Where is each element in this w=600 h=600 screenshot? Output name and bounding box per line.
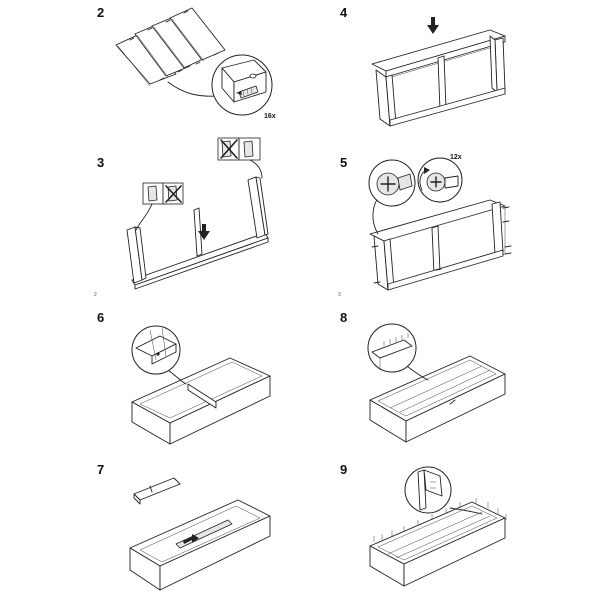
step-5-illustration: 12x <box>300 150 600 300</box>
correct-orientation-icon <box>148 186 157 201</box>
step-9-panel: 9 <box>300 450 600 600</box>
back-panel-corner-detail <box>134 478 180 504</box>
slats <box>116 8 225 86</box>
screwdriver-icon <box>445 176 458 188</box>
step-3-illustration <box>0 150 300 300</box>
joint-zoom-circle <box>132 326 180 374</box>
step-5-panel: 5 3 12x <box>300 150 600 300</box>
step-2-illustration: 16x <box>0 0 300 150</box>
step-4-illustration <box>300 0 600 150</box>
screw-quantity: 12x <box>450 154 462 161</box>
step-9-illustration <box>300 450 600 600</box>
screwdriver-zoom-circle <box>418 158 462 202</box>
nail-zoom-circle <box>405 467 451 513</box>
step-6-panel: 6 <box>0 300 300 450</box>
step-3-panel: 3 2 <box>0 150 300 300</box>
frame-assembly <box>372 30 505 126</box>
orientation-callout-right <box>218 138 262 178</box>
orientation-callout-left <box>136 183 183 230</box>
frame-with-nails <box>370 502 505 586</box>
screw-icon <box>156 352 159 355</box>
dowel-zoom-circle <box>212 55 272 115</box>
step-2-panel: 2 16x <box>0 0 300 150</box>
step-8-illustration <box>300 300 600 450</box>
correct-orientation-icon <box>244 141 253 157</box>
step-4-panel: 4 <box>300 0 600 150</box>
step-6-illustration <box>0 300 300 450</box>
cam-lock-zoom-circle <box>369 160 415 206</box>
frame-assembly <box>370 200 505 290</box>
frame-with-sliding-panel <box>130 500 270 590</box>
press-down-arrow-icon <box>427 17 439 34</box>
step-7-panel: 7 <box>0 450 300 600</box>
step-8-panel: 8 <box>300 300 600 450</box>
step-7-illustration <box>0 450 300 600</box>
nail-zoom-circle <box>368 324 416 372</box>
dowel-quantity: 16x <box>264 113 276 120</box>
